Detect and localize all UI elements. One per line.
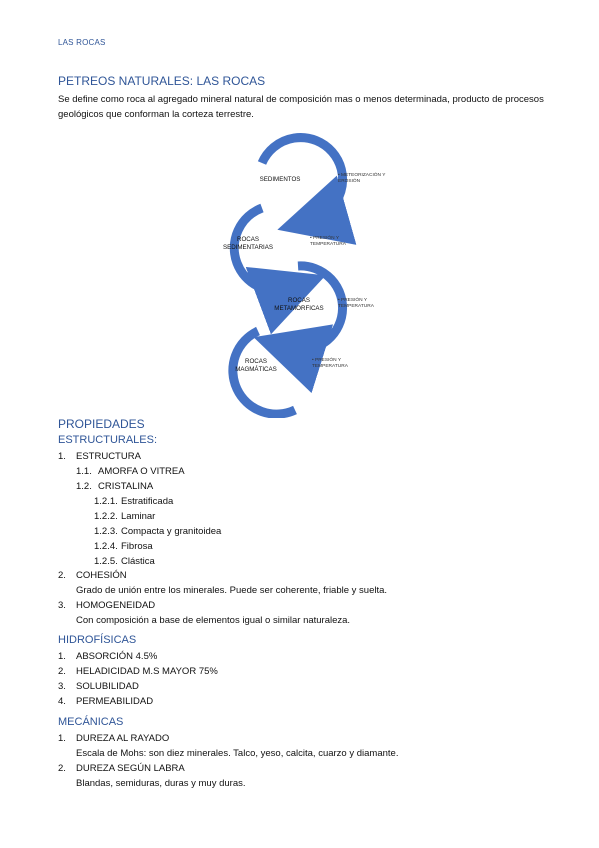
list-item: 3.SOLUBILIDAD	[58, 681, 139, 692]
node-rocas-sedimentarias: ROCAS SEDIMENTARIAS	[222, 236, 274, 251]
list-item: 1.1.AMORFA O VITREA	[76, 466, 185, 477]
list-item: 2.HELADICIDAD M.S MAYOR 75%	[58, 666, 218, 677]
note-rocas-magmaticas: • PRESIÓN Y TEMPERATURA	[312, 358, 348, 369]
page-header: LAS ROCAS	[58, 38, 106, 47]
note-rocas-metamorficas: • PRESIÓN Y TEMPERATURA	[338, 298, 374, 309]
list-item: 1.DUREZA AL RAYADO	[58, 733, 170, 744]
arc-sedimentos	[257, 133, 357, 245]
arc-sedimentarias	[229, 203, 326, 335]
intro-paragraph: Se define como roca al agregado mineral …	[58, 94, 544, 120]
list-item: 1.2.CRISTALINA	[76, 481, 154, 492]
list-item-description: Con composición a base de elementos igua…	[76, 615, 351, 626]
note-rocas-sedimentarias: • PRESIÓN Y TEMPERATURA	[310, 236, 346, 247]
rock-cycle-arcs	[228, 133, 357, 419]
list-item: 2.COHESIÓN	[58, 570, 127, 581]
list-item: 1.2.3.Compacta y granitoidea	[94, 526, 222, 537]
rock-cycle-diagram: SEDIMENTOS • METEORIZACIÓN Y EROSIÓN ROC…	[200, 128, 410, 419]
hidrofisicas-heading: HIDROFÍSICAS	[58, 634, 137, 646]
arc-metamorficas	[253, 261, 348, 394]
note-sedimentos: • METEORIZACIÓN Y EROSIÓN	[338, 173, 386, 184]
node-rocas-metamorficas: ROCAS METAMORFICAS	[274, 297, 324, 312]
section-title: PETREOS NATURALES: LAS ROCAS	[58, 74, 266, 88]
node-sedimentos: SEDIMENTOS	[259, 176, 301, 183]
list-item: 1.ESTRUCTURA	[58, 451, 141, 462]
list-item: 1.2.4.Fibrosa	[94, 541, 153, 552]
list-item: 1.2.2.Laminar	[94, 511, 156, 522]
list-item: 3.HOMOGENEIDAD	[58, 600, 156, 611]
list-item-description: Escala de Mohs: son diez minerales. Talc…	[76, 748, 399, 759]
list-item-description: Blandas, semiduras, duras y muy duras.	[76, 778, 246, 789]
node-rocas-magmaticas: ROCAS MAGMÁTICAS	[235, 358, 277, 373]
list-item: 2.DUREZA SEGÚN LABRA	[58, 763, 185, 774]
list-item: 1.ABSORCIÓN 4.5%	[58, 651, 158, 662]
list-item: 1.2.5.Clástica	[94, 556, 155, 567]
mecanicas-heading: MECÁNICAS	[58, 716, 124, 728]
propiedades-heading: PROPIEDADES	[58, 417, 145, 431]
arc-magmaticas	[228, 326, 297, 419]
list-item: 4.PERMEABILIDAD	[58, 696, 154, 707]
estructurales-heading: ESTRUCTURALES:	[58, 434, 158, 446]
list-item: 1.2.1.Estratificada	[94, 496, 174, 507]
list-item-description: Grado de unión entre los minerales. Pued…	[76, 585, 388, 596]
